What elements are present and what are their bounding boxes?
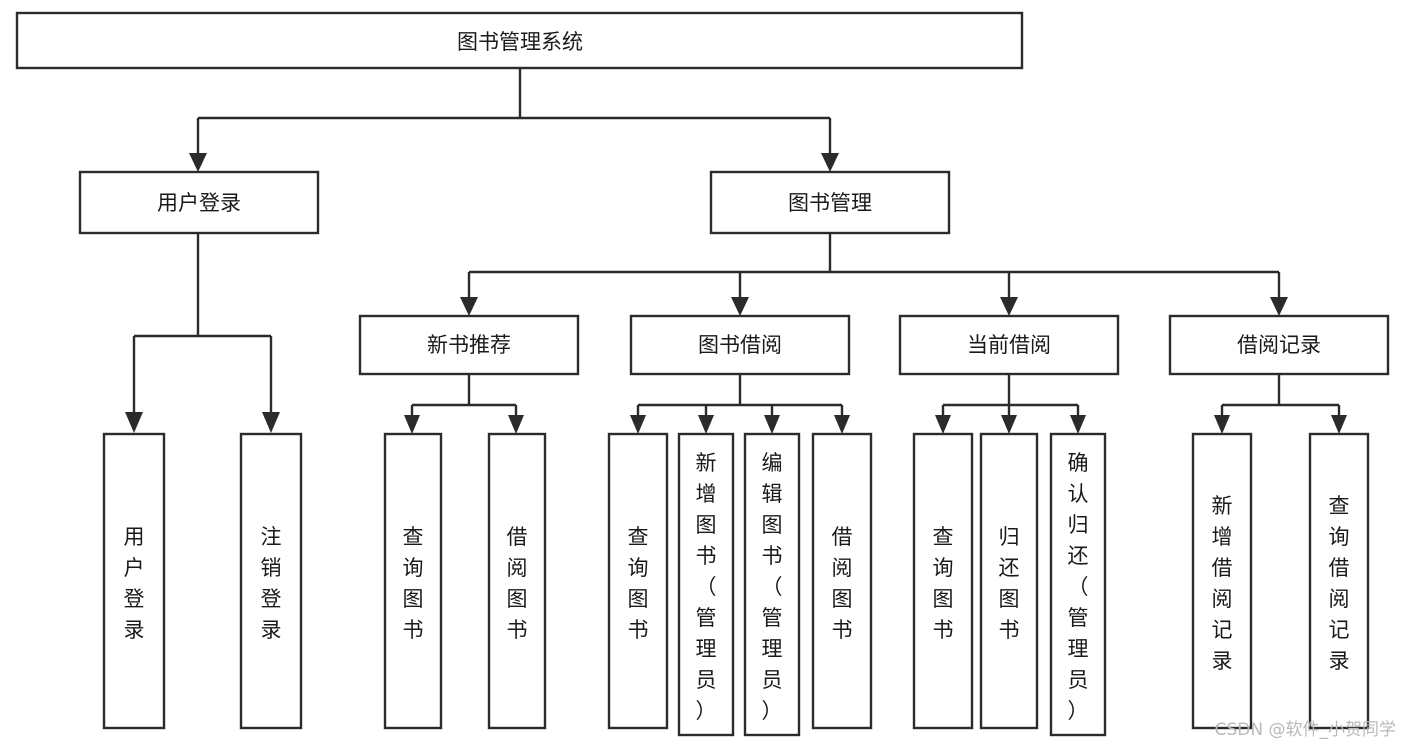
- node-leaf-user-logout-label: 注销登录: [261, 525, 282, 642]
- node-root-label: 图书管理系统: [457, 30, 583, 54]
- node-leaf-user-login[interactable]: 用户登录: [102, 432, 166, 730]
- arrow-to-user-login: [189, 153, 207, 172]
- node-book-borrow-label: 图书借阅: [698, 333, 782, 357]
- node-leaf-query-record[interactable]: 查询借阅记录: [1308, 432, 1370, 730]
- node-book-borrow[interactable]: 图书借阅: [629, 314, 851, 376]
- node-leaf-add-record-label: 新增借阅记录: [1212, 494, 1233, 673]
- arrow-to-leaf-user-logout: [262, 412, 280, 433]
- node-leaf-borrow-book-2-label: 借阅图书: [832, 525, 853, 642]
- node-root[interactable]: 图书管理系统: [15, 11, 1024, 70]
- node-leaf-edit-book-box[interactable]: [743, 432, 801, 737]
- node-book-management-label: 图书管理: [788, 191, 872, 215]
- arrow-to-borrow-record: [1270, 297, 1288, 316]
- node-leaf-return-book[interactable]: 归还图书: [979, 432, 1039, 730]
- node-new-book-recommend-label: 新书推荐: [427, 333, 511, 357]
- node-user-login-box[interactable]: [78, 170, 320, 235]
- arrow-to-leaf-query-book-1: [404, 415, 420, 434]
- node-leaf-query-record-label: 查询借阅记录: [1329, 494, 1350, 673]
- node-leaf-user-logout[interactable]: 注销登录: [239, 432, 303, 730]
- node-leaf-return-book-label: 归还图书: [999, 525, 1020, 642]
- arrow-to-leaf-query-book-2: [630, 415, 646, 434]
- node-leaf-add-book-label: 新增图书（管理员）: [696, 451, 717, 723]
- node-current-borrow[interactable]: 当前借阅: [898, 314, 1120, 376]
- arrow-to-leaf-add-book: [698, 415, 714, 434]
- node-leaf-query-book-3[interactable]: 查询图书: [912, 432, 974, 730]
- node-leaf-query-book-3-box[interactable]: [912, 432, 974, 730]
- node-leaf-add-book[interactable]: 新增图书（管理员）: [677, 432, 735, 737]
- node-leaf-query-book-1-label: 查询图书: [403, 525, 424, 642]
- node-leaf-add-record[interactable]: 新增借阅记录: [1191, 432, 1253, 730]
- node-leaf-add-book-box[interactable]: [677, 432, 735, 737]
- arrow-to-leaf-borrow-book-2: [834, 415, 850, 434]
- node-leaf-edit-book[interactable]: 编辑图书（管理员）: [743, 432, 801, 737]
- node-root-box[interactable]: [15, 11, 1024, 70]
- arrow-to-new-book-recommend: [460, 297, 478, 316]
- node-leaf-borrow-book-2[interactable]: 借阅图书: [811, 432, 873, 730]
- node-book-borrow-box[interactable]: [629, 314, 851, 376]
- node-leaf-confirm-return-label: 确认归还（管理员）: [1068, 451, 1089, 723]
- node-leaf-borrow-book-1-label: 借阅图书: [507, 525, 528, 642]
- node-leaf-confirm-return[interactable]: 确认归还（管理员）: [1049, 432, 1107, 737]
- arrow-to-leaf-edit-book: [764, 415, 780, 434]
- node-leaf-user-login-label: 用户登录: [124, 525, 145, 642]
- node-leaf-query-book-3-label: 查询图书: [933, 525, 954, 642]
- node-leaf-query-record-box[interactable]: [1308, 432, 1370, 730]
- arrow-to-book-management: [821, 153, 839, 172]
- node-book-management[interactable]: 图书管理: [709, 170, 951, 235]
- node-leaf-query-book-2[interactable]: 查询图书: [607, 432, 669, 730]
- node-leaf-query-book-2-label: 查询图书: [628, 525, 649, 642]
- node-leaf-add-record-box[interactable]: [1191, 432, 1253, 730]
- arrow-to-leaf-query-record: [1331, 415, 1347, 434]
- arrow-to-leaf-borrow-book-1: [508, 415, 524, 434]
- arrow-to-leaf-return-book: [1001, 415, 1017, 434]
- connectors-layer: [125, 68, 1347, 434]
- node-current-borrow-label: 当前借阅: [967, 333, 1051, 357]
- node-leaf-borrow-book-1[interactable]: 借阅图书: [487, 432, 547, 730]
- node-leaf-borrow-book-2-box[interactable]: [811, 432, 873, 730]
- node-borrow-record[interactable]: 借阅记录: [1168, 314, 1390, 376]
- node-leaf-query-book-1[interactable]: 查询图书: [383, 432, 443, 730]
- node-current-borrow-box[interactable]: [898, 314, 1120, 376]
- arrow-to-leaf-confirm-return: [1070, 415, 1086, 434]
- node-leaf-confirm-return-box[interactable]: [1049, 432, 1107, 737]
- node-leaf-user-logout-box[interactable]: [239, 432, 303, 730]
- node-leaf-query-book-1-box[interactable]: [383, 432, 443, 730]
- node-leaf-query-book-2-box[interactable]: [607, 432, 669, 730]
- node-leaf-edit-book-label: 编辑图书（管理员）: [762, 451, 783, 723]
- node-user-login[interactable]: 用户登录: [78, 170, 320, 235]
- node-leaf-user-login-box[interactable]: [102, 432, 166, 730]
- arrow-to-leaf-add-record: [1214, 415, 1230, 434]
- node-leaf-return-book-box[interactable]: [979, 432, 1039, 730]
- node-user-login-label: 用户登录: [157, 191, 241, 215]
- arrow-to-book-borrow: [731, 297, 749, 316]
- arrow-to-leaf-user-login: [125, 412, 143, 433]
- node-leaf-borrow-book-1-box[interactable]: [487, 432, 547, 730]
- arrow-to-current-borrow: [1000, 297, 1018, 316]
- watermark-label: CSDN @软件_小贺同学: [1215, 720, 1396, 740]
- arrow-to-leaf-query-book-3: [935, 415, 951, 434]
- node-new-book-recommend-box[interactable]: [358, 314, 580, 376]
- node-borrow-record-label: 借阅记录: [1237, 333, 1321, 357]
- node-borrow-record-box[interactable]: [1168, 314, 1390, 376]
- node-book-management-box[interactable]: [709, 170, 951, 235]
- node-new-book-recommend[interactable]: 新书推荐: [358, 314, 580, 376]
